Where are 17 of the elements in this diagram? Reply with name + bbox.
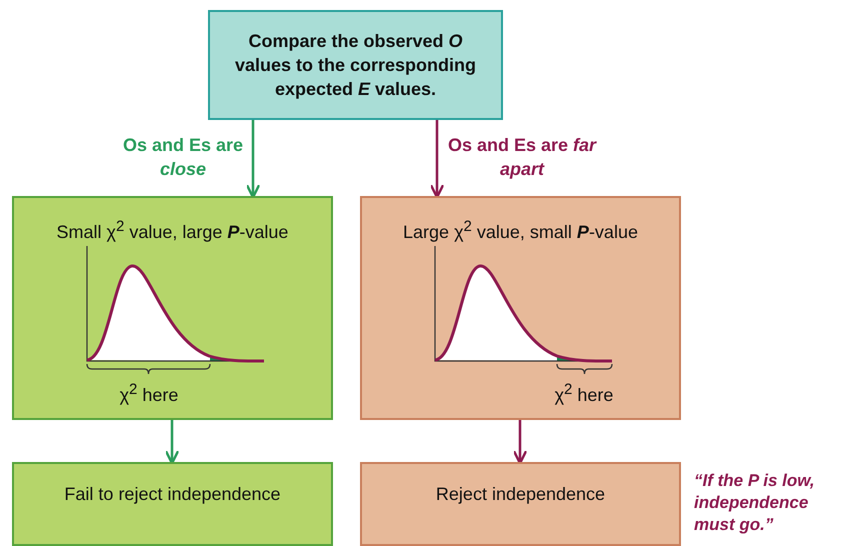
quote-note: “If the P is low, independence must go.” bbox=[694, 470, 816, 536]
curve-caption: χ$^{2}$ here bbox=[554, 380, 614, 407]
process-box bbox=[360, 462, 681, 546]
box-text: Small χ$^{2}$ value, large P-value bbox=[56, 217, 290, 244]
process-box bbox=[12, 462, 333, 546]
arrow bbox=[246, 120, 260, 198]
arrow bbox=[430, 120, 444, 198]
process-box bbox=[360, 196, 681, 420]
curve-caption: χ$^{2}$ here bbox=[118, 380, 180, 407]
box-text: Compare the observed O values to the corresponding expected E values. bbox=[234, 30, 478, 101]
process-box bbox=[208, 10, 503, 120]
box-text: Fail to reject independence bbox=[63, 483, 282, 506]
arrow bbox=[164, 420, 180, 464]
arrow bbox=[512, 420, 528, 464]
process-box bbox=[12, 196, 333, 420]
box-text: Reject independence bbox=[434, 483, 606, 506]
box-text: Large χ$^{2}$ value, small P-value bbox=[402, 217, 639, 244]
